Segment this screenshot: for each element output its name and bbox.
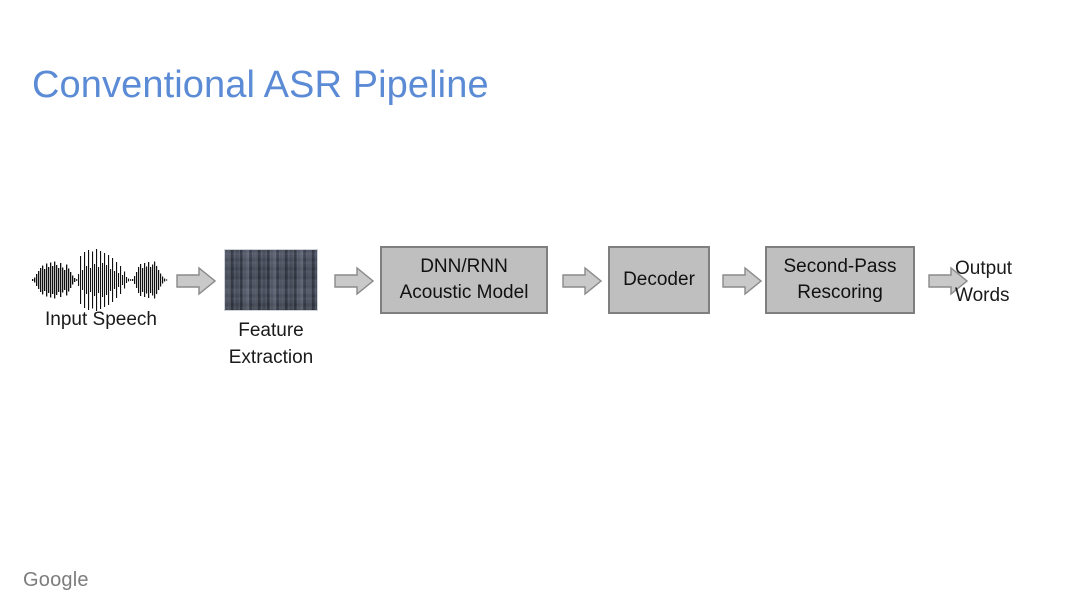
arrow-right-icon [722,266,762,296]
feature-extraction-label: Feature Extraction [186,317,356,371]
second-pass-rescoring-box: Second-Pass Rescoring [765,246,915,314]
arrow-right-icon [562,266,602,296]
feature-extraction-label-line2: Extraction [228,347,314,368]
decoder-label: Decoder [623,269,695,290]
rescoring-label-line2: Rescoring [797,282,883,303]
feature-extraction-spectrogram [224,249,318,311]
output-words-label-line2: Words [955,285,1010,306]
acoustic-model-box: DNN/RNN Acoustic Model [380,246,548,314]
arrow-right-icon [334,266,374,296]
google-logo: Google [23,569,89,591]
feature-extraction-label-line1: Feature [238,320,304,341]
output-words-label-line1: Output [955,258,1013,279]
arrow-right-icon [176,266,216,296]
output-words-label: Output Words [955,255,1075,309]
decoder-box: Decoder [608,246,710,314]
arrow-right-icon [928,266,968,296]
input-speech-waveform [32,246,170,314]
input-speech-label: Input Speech [45,309,157,330]
page-title: Conventional ASR Pipeline [32,64,489,106]
acoustic-model-label-line1: DNN/RNN [420,256,508,277]
rescoring-label-line1: Second-Pass [783,256,897,277]
acoustic-model-label-line2: Acoustic Model [399,282,529,303]
